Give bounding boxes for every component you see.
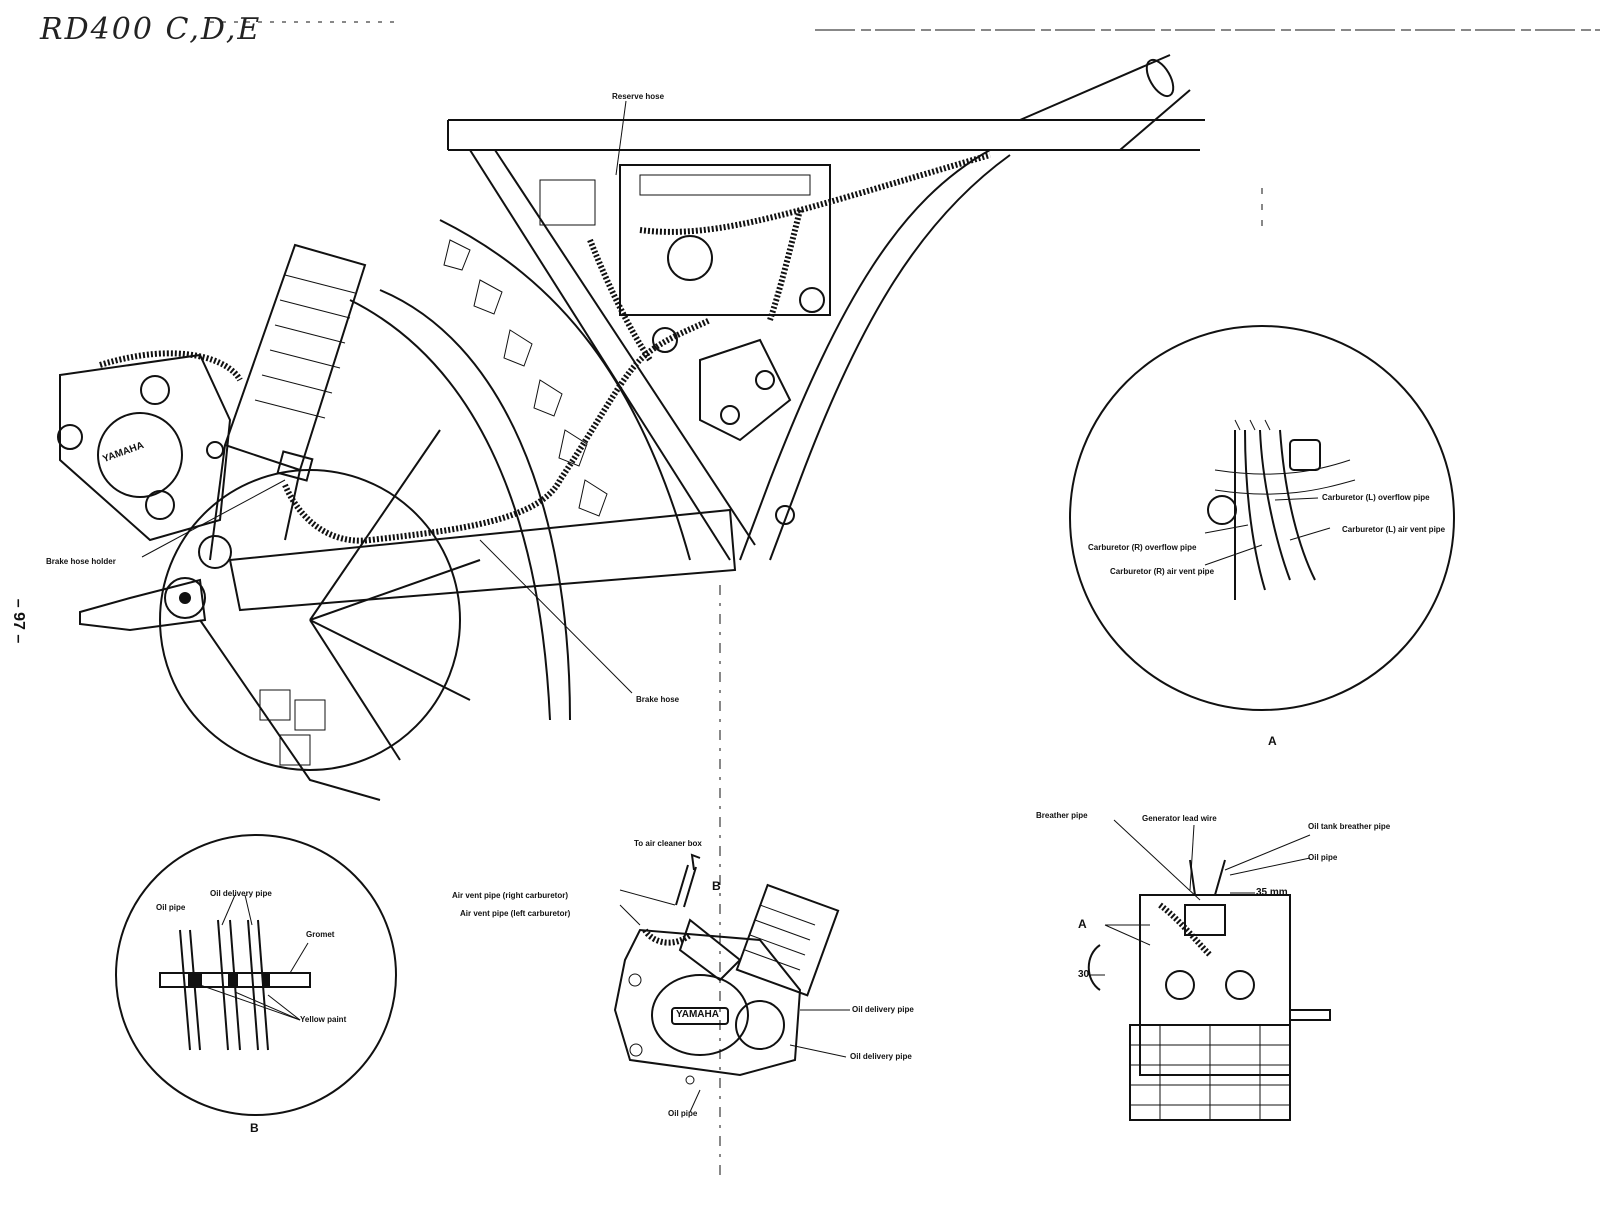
rear-shock-absorber [209, 243, 367, 561]
label-air-vent-left: Air vent pipe (left carburetor) [460, 909, 571, 918]
label-oil-delivery-pipe-b: Oil delivery pipe [210, 889, 272, 898]
label-yellow-paint: Yellow paint [300, 1015, 347, 1024]
scan-header-rule [210, 21, 1600, 31]
detail-a-title: A [1268, 734, 1277, 748]
handwritten-model-title: RD400 C,D,E [40, 12, 262, 47]
rear-wheel [159, 219, 691, 801]
label-carb-r-overflow: Carburetor (R) overflow pipe [1088, 543, 1197, 552]
engine-side-view [613, 853, 850, 1113]
frame-drawing [447, 54, 1205, 561]
label-oil-pipe-engine: Oil pipe [668, 1109, 698, 1118]
label-a-marker: A [1078, 917, 1087, 931]
label-carb-r-air-vent: Carburetor (R) air vent pipe [1110, 567, 1215, 576]
label-breather-pipe: Breather pipe [1036, 811, 1088, 820]
label-reserve-hose: Reserve hose [612, 92, 665, 101]
label-gromet: Gromet [306, 930, 335, 939]
brake-caliper [57, 353, 232, 542]
label-generator-lead-wire: Generator lead wire [1142, 814, 1217, 823]
detail-b-title: B [250, 1121, 259, 1135]
detail-b-circle [115, 834, 397, 1116]
label-b-marker: B [712, 879, 721, 893]
label-brake-hose-holder: Brake hose holder [46, 557, 116, 566]
label-oil-pipe-b: Oil pipe [156, 903, 186, 912]
label-oil-tank-breather-pipe: Oil tank breather pipe [1308, 822, 1391, 831]
label-brake-hose: Brake hose [636, 695, 680, 704]
engine-brand-text: YAMAHA [676, 1009, 719, 1020]
label-air-vent-right: Air vent pipe (right carburetor) [452, 891, 569, 900]
detail-a-circle [1069, 325, 1455, 711]
label-oil-pipe-rear: Oil pipe [1308, 853, 1338, 862]
engine-rear-view [1087, 819, 1331, 1121]
main-leader-lines [141, 100, 1263, 1180]
label-to-air-cleaner-box: To air cleaner box [634, 839, 702, 848]
brake-hose-route [99, 317, 712, 544]
label-carb-l-overflow: Carburetor (L) overflow pipe [1322, 493, 1430, 502]
label-oil-delivery-2: Oil delivery pipe [850, 1052, 912, 1061]
label-dimension-35: 35 mm [1256, 887, 1288, 898]
swingarm [79, 508, 737, 632]
label-oil-delivery-1: Oil delivery pipe [852, 1005, 914, 1014]
label-dimension-30: 30 [1078, 969, 1090, 980]
label-carb-l-air-vent: Carburetor (L) air vent pipe [1342, 525, 1446, 534]
